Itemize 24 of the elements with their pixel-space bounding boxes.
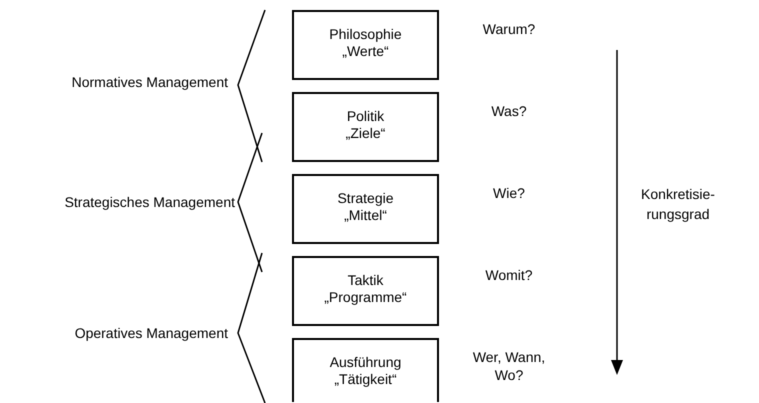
box-subtitle: „Werte“ [342,43,389,60]
axis-label: Konkretisie- rungsgrad [640,185,716,224]
process-box [292,338,439,402]
question-label: Wer, Wann, Wo? [472,348,546,384]
process-box [292,174,439,244]
box-subtitle: „Mittel“ [344,207,387,224]
box-title: Strategie [337,190,394,207]
level-label: Strategisches Management [64,193,235,211]
question-label: Warum? [482,20,536,38]
process-box [292,256,439,326]
question-label: Was? [490,102,528,120]
box-subtitle: „Programme“ [324,289,407,306]
level-label: Normatives Management [72,73,228,91]
box-title: Taktik [348,272,384,289]
box-subtitle: „Tätigkeit“ [334,371,397,388]
box-title: Ausführung [330,354,402,371]
box-title: Politik [346,108,384,125]
process-box [292,92,439,162]
box-title: Philosophie [329,26,402,43]
box-subtitle: „Ziele“ [346,125,386,142]
level-label: Operatives Management [74,324,228,342]
question-label: Womit? [484,266,534,284]
process-box [292,10,439,80]
question-label: Wie? [492,184,526,202]
